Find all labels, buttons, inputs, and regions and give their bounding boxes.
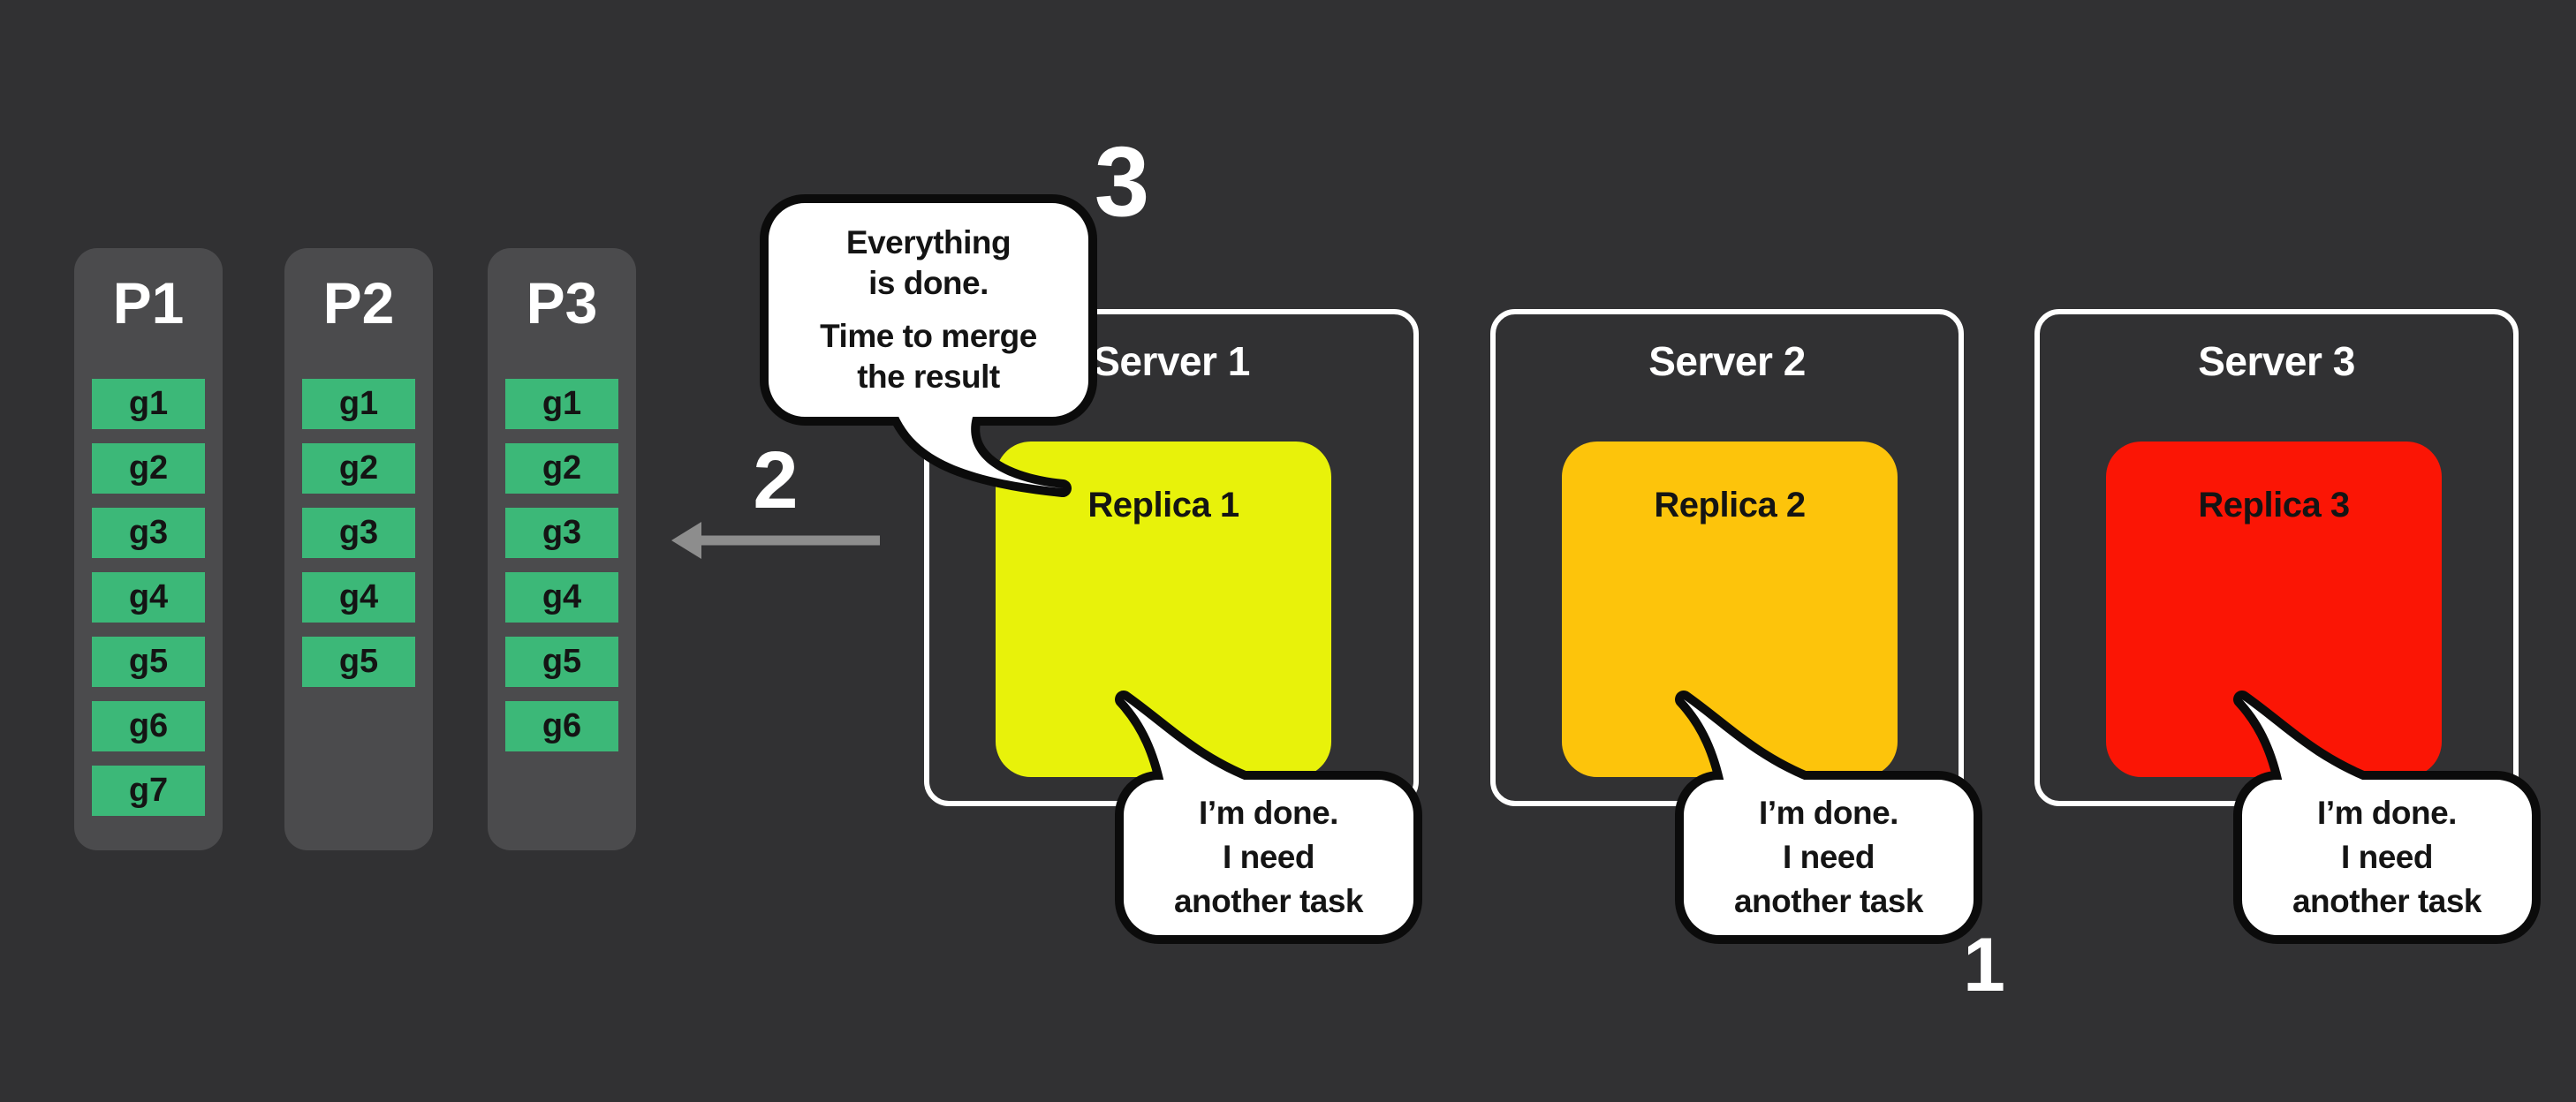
task-chip: g5 (505, 637, 618, 687)
partition-p2: P2 g1 g2 g3 g4 g5 (284, 248, 433, 850)
task-list: g1 g2 g3 g4 g5 g6 g7 (92, 379, 205, 816)
done-speech-bubble-2: I’m done. I need another task (1670, 691, 1988, 950)
bubble-line: Time to merge (820, 318, 1037, 354)
bubble-line: the result (857, 359, 1000, 395)
done-speech-bubble-3: I’m done. I need another task (2228, 691, 2546, 950)
task-chip: g6 (92, 701, 205, 751)
merge-speech-bubble: Everything is done. Time to merge the re… (755, 190, 1104, 499)
bubble-line: I need (1783, 839, 1875, 875)
bubble-line: another task (1733, 883, 1924, 919)
step-label-2: 2 (753, 435, 799, 525)
merge-bubble-text: Everything is done. Time to merge the re… (764, 199, 1093, 421)
server-title: Server 3 (2198, 338, 2355, 384)
done-bubble-text: I’m done. I need another task (1119, 775, 1418, 940)
task-chip: g5 (92, 637, 205, 687)
bubble-line: I need (1223, 839, 1315, 875)
server-title: Server 2 (1648, 338, 1806, 384)
bubble-line: another task (1173, 883, 1364, 919)
partition-title: P1 (112, 270, 185, 336)
bubble-line: Everything (845, 224, 1011, 260)
step-label-1: 1 (1963, 923, 2005, 1008)
speech-bubble-shape (1675, 691, 1982, 944)
done-bubble-text: I’m done. I need another task (2238, 775, 2536, 940)
task-chip: g1 (302, 379, 415, 429)
task-list: g1 g2 g3 g4 g5 g6 (505, 379, 618, 751)
task-chip: g3 (302, 508, 415, 558)
partition-p3: P3 g1 g2 g3 g4 g5 g6 (488, 248, 636, 850)
task-chip: g2 (302, 443, 415, 494)
task-chip: g4 (302, 572, 415, 623)
task-chip: g2 (92, 443, 205, 494)
task-chip: g7 (92, 766, 205, 816)
replica-2-box: Replica 2 (1562, 442, 1898, 777)
server-2-box: Server 2 Replica 2 (1490, 309, 1964, 806)
task-chip: g4 (92, 572, 205, 623)
speech-bubble-shape (1115, 691, 1422, 944)
task-chip: g5 (302, 637, 415, 687)
step-label-3: 3 (1094, 126, 1150, 237)
replica-label: Replica 1 (1087, 486, 1239, 525)
partition-title: P2 (322, 270, 395, 336)
bubble-line: another task (2292, 883, 2482, 919)
bubble-line: I’m done. (1759, 795, 1898, 831)
speech-bubble-shape (2233, 691, 2541, 944)
bubble-line: I’m done. (1199, 795, 1338, 831)
task-chip: g1 (505, 379, 618, 429)
task-chip: g1 (92, 379, 205, 429)
bubble-line: I’m done. (2317, 795, 2457, 831)
partition-p1: P1 g1 g2 g3 g4 g5 g6 g7 (74, 248, 223, 850)
replica-label: Replica 3 (2198, 486, 2350, 525)
merge-result-arrow-icon (671, 522, 880, 559)
task-chip: g6 (505, 701, 618, 751)
bubble-line: I need (2341, 839, 2433, 875)
done-speech-bubble-1: I’m done. I need another task (1110, 691, 1428, 950)
replica-label: Replica 2 (1654, 486, 1806, 525)
task-list: g1 g2 g3 g4 g5 (302, 379, 415, 687)
server-title: Server 1 (1093, 338, 1250, 384)
speech-bubble-shape (760, 194, 1097, 497)
task-chip: g2 (505, 443, 618, 494)
task-chip: g4 (505, 572, 618, 623)
partition-title: P3 (526, 270, 598, 336)
done-bubble-text: I’m done. I need another task (1679, 775, 1978, 940)
task-chip: g3 (92, 508, 205, 558)
task-chip: g3 (505, 508, 618, 558)
bubble-line: is done. (868, 265, 989, 301)
